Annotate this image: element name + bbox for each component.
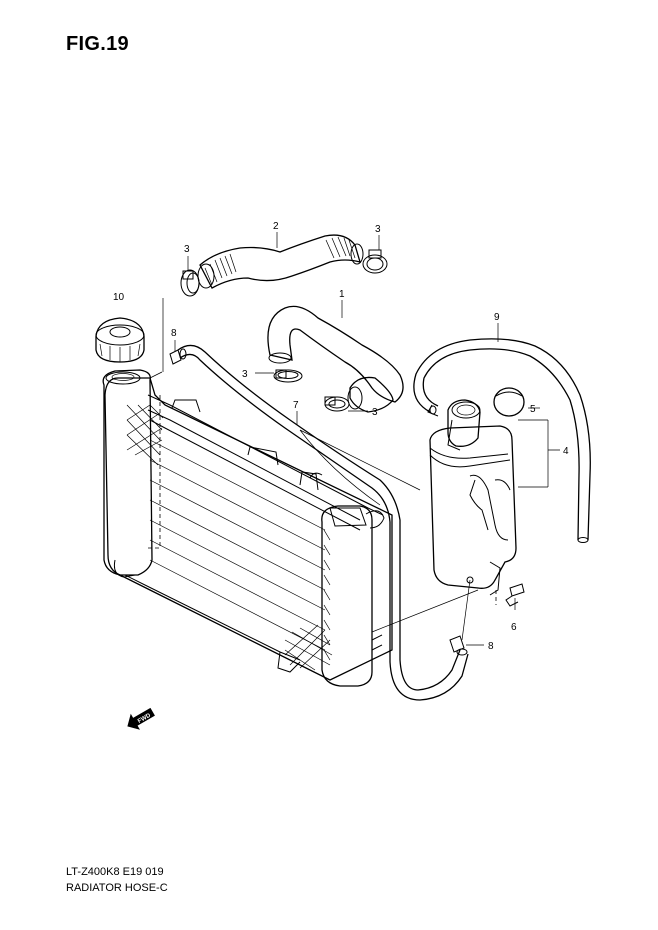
callout-6: 6 (511, 622, 517, 633)
radiator (102, 369, 393, 681)
callout-1: 1 (339, 289, 345, 300)
hose-clamp (362, 249, 388, 274)
figure-title: FIG.19 (66, 33, 129, 55)
hose-clip (169, 349, 182, 365)
hose-clamp (273, 369, 303, 383)
reservoir-cap (493, 387, 525, 417)
diagram-subtitle: RADIATOR HOSE-C (66, 882, 168, 894)
diagram-code: LT-Z400K8 E19 019 (66, 866, 164, 878)
callout-8: 8 (171, 328, 177, 339)
callout-3: 3 (242, 369, 248, 380)
hose-clamp (180, 269, 200, 297)
hose-clip (449, 635, 465, 653)
callout-10: 10 (113, 292, 125, 303)
callout-5: 5 (530, 404, 536, 415)
callout-3: 3 (372, 407, 378, 418)
callout-9: 9 (494, 312, 500, 323)
radiator-cap (95, 317, 145, 363)
callout-3: 3 (184, 244, 190, 255)
radiator-hose-lower (267, 305, 404, 413)
hose-clamp (324, 396, 350, 412)
forward-arrow-icon: FWD (127, 707, 155, 730)
radiator-hose-upper (197, 234, 364, 289)
bolt (495, 583, 525, 607)
callout-4: 4 (563, 446, 569, 457)
overflow-hose (413, 338, 591, 543)
callout-labels: 1 2 3 3 3 3 4 5 6 7 8 8 9 10 (113, 221, 569, 652)
callout-7: 7 (293, 400, 299, 411)
reservoir-tank (427, 399, 517, 596)
callout-2: 2 (273, 221, 279, 232)
callout-3: 3 (375, 224, 381, 235)
radiator-right-tank (321, 505, 385, 687)
callout-8: 8 (488, 641, 494, 652)
siphon-hose (177, 344, 469, 701)
